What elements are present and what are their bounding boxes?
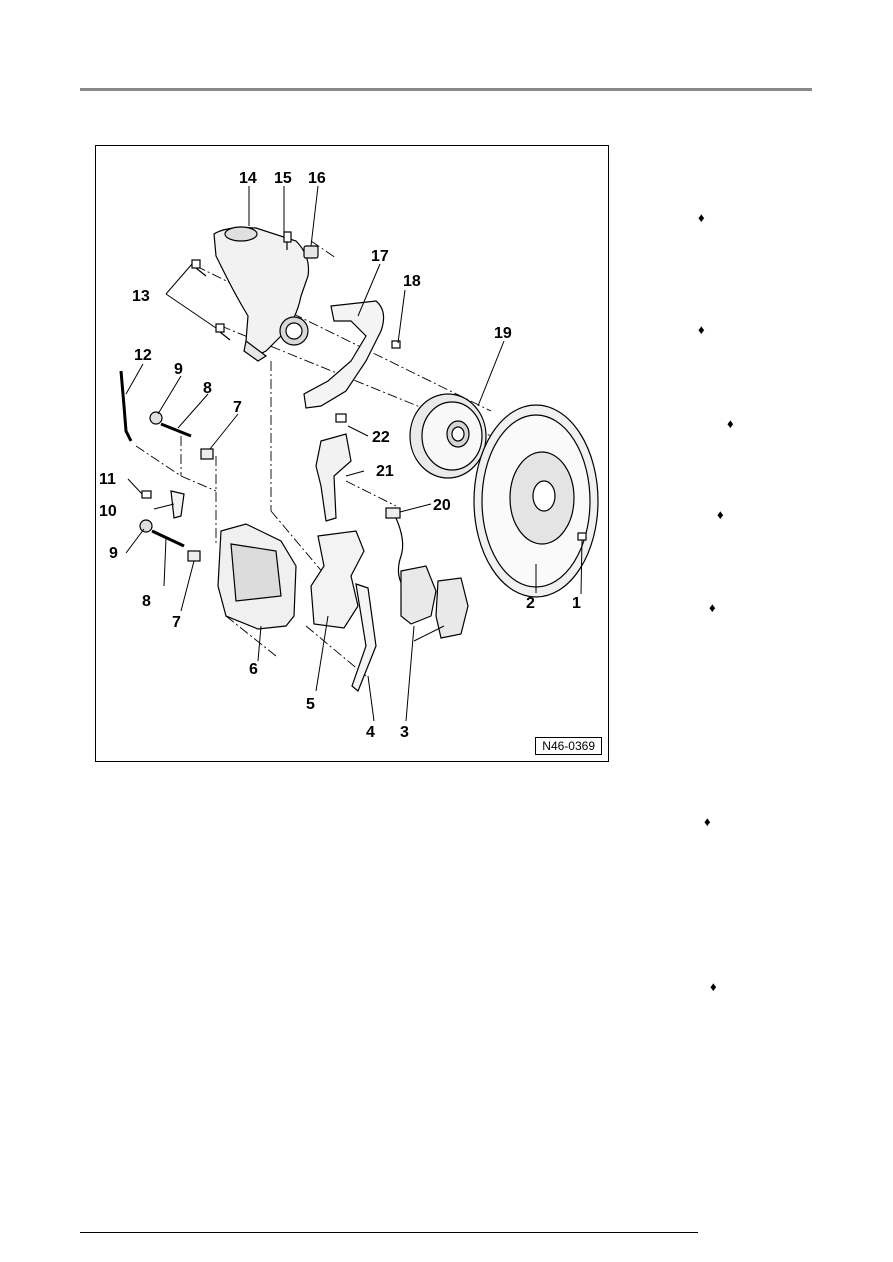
bush-lower xyxy=(187,550,201,562)
callout-20: 20 xyxy=(433,497,451,514)
callout-7-lower: 7 xyxy=(172,614,181,631)
brake-hose xyxy=(119,370,133,442)
sensor-bracket xyxy=(315,433,352,522)
bullet-6: ♦ xyxy=(704,814,711,829)
callout-6: 6 xyxy=(249,661,258,678)
callout-2: 2 xyxy=(526,595,535,612)
steering-knuckle xyxy=(213,226,310,362)
bullet-4: ♦ xyxy=(717,507,724,522)
callout-8-upper: 8 xyxy=(203,380,212,397)
callout-4: 4 xyxy=(366,724,375,741)
callout-12: 12 xyxy=(134,347,152,364)
callout-21: 21 xyxy=(376,463,394,480)
callout-14: 14 xyxy=(239,170,257,187)
bullet-3: ♦ xyxy=(727,416,734,431)
bracket-screw xyxy=(335,413,347,423)
wear-sensor xyxy=(385,507,401,519)
hose-bracket xyxy=(170,490,185,519)
guide-pin-upper xyxy=(160,422,192,438)
callout-15: 15 xyxy=(274,170,292,187)
footer-rule xyxy=(80,1232,698,1233)
plate-bolt xyxy=(391,340,401,349)
disc-screw xyxy=(577,532,587,541)
callout-17: 17 xyxy=(371,248,389,265)
callout-16: 16 xyxy=(308,170,326,187)
caliper-carrier xyxy=(310,530,365,629)
retaining-spring xyxy=(351,583,377,692)
bullet-2: ♦ xyxy=(698,322,705,337)
figure-id: N46-0369 xyxy=(535,737,602,755)
bracket-bolt xyxy=(141,490,152,499)
callout-8-lower: 8 xyxy=(142,593,151,610)
exploded-brake-diagram: 14 15 16 13 17 18 12 9 8 7 19 22 21 11 1… xyxy=(95,145,609,762)
brake-pad-inner xyxy=(400,565,437,625)
bullet-5: ♦ xyxy=(709,600,716,615)
bullet-1: ♦ xyxy=(698,210,705,225)
guide-pin-lower xyxy=(151,529,185,548)
callout-13: 13 xyxy=(132,288,150,305)
callout-5: 5 xyxy=(306,696,315,713)
splash-plate xyxy=(303,300,385,409)
callout-10: 10 xyxy=(99,503,117,520)
header-rule xyxy=(80,88,812,91)
bullet-7: ♦ xyxy=(710,979,717,994)
bleed-cap-lower xyxy=(139,519,153,533)
caliper-housing xyxy=(217,523,297,630)
diagram-canvas: 14 15 16 13 17 18 12 9 8 7 19 22 21 11 1… xyxy=(99,170,599,741)
brake-disc xyxy=(473,404,599,598)
callout-9-lower: 9 xyxy=(109,545,118,562)
callout-18: 18 xyxy=(403,273,421,290)
callout-3: 3 xyxy=(400,724,409,741)
brake-pad-outer xyxy=(435,577,469,639)
callout-19: 19 xyxy=(494,325,512,342)
wheel-hub xyxy=(409,393,487,479)
callout-11: 11 xyxy=(99,471,116,488)
leader-lines xyxy=(125,185,583,722)
callout-7-upper: 7 xyxy=(233,399,242,416)
callout-1: 1 xyxy=(572,595,581,612)
callout-9-upper: 9 xyxy=(174,361,183,378)
callout-22: 22 xyxy=(372,429,390,446)
bleed-cap-upper xyxy=(149,411,163,425)
callout-labels: 14 15 16 13 17 18 12 9 8 7 19 22 21 11 1… xyxy=(99,170,581,741)
bush-upper xyxy=(200,448,214,460)
